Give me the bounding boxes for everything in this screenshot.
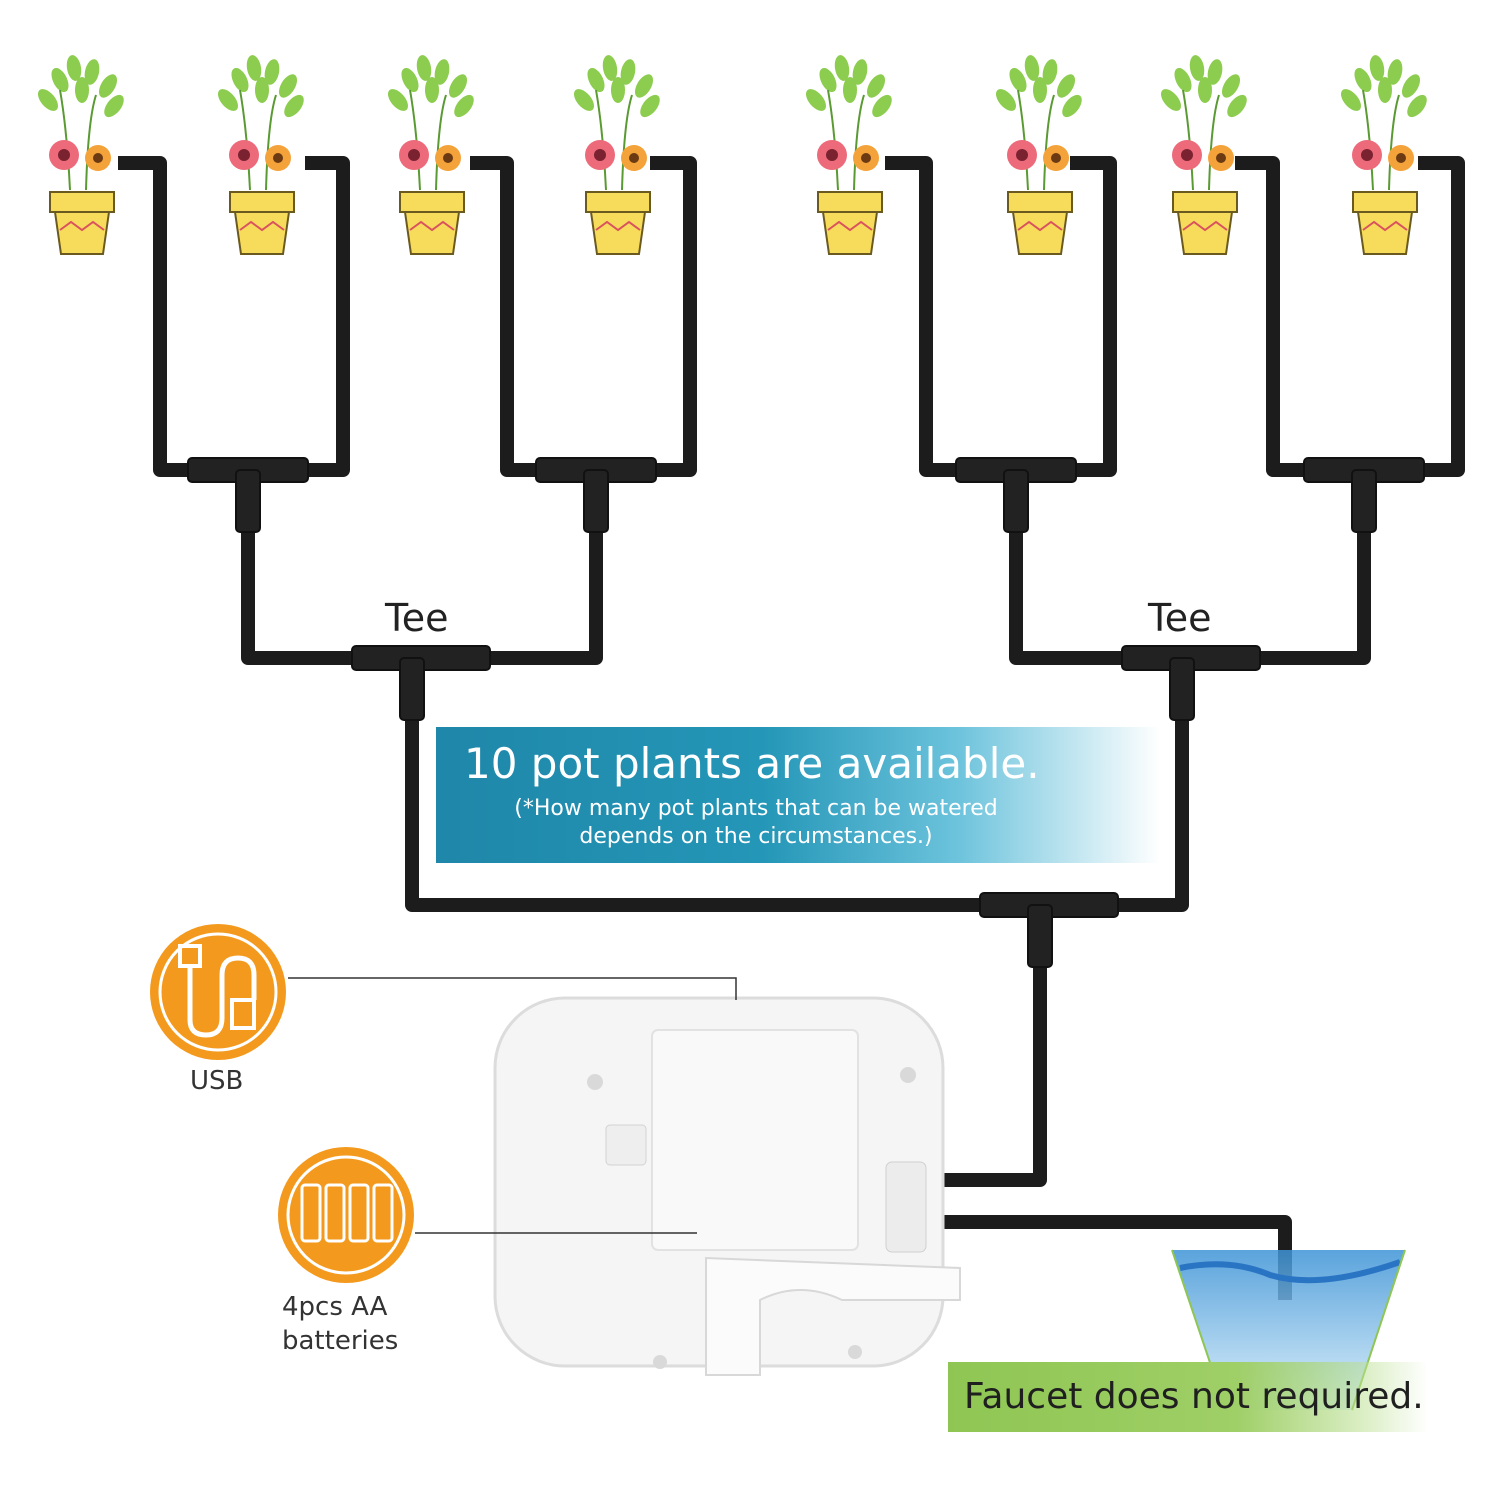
- faucet-note-text: Faucet does not required.: [964, 1376, 1424, 1417]
- tee-fitting: [535, 457, 657, 533]
- banner-subtitle: (*How many pot plants that can be watere…: [514, 796, 998, 849]
- flower-pot-icon: [573, 55, 660, 255]
- aa-batteries-icon: [278, 1147, 414, 1283]
- tee-fitting: [1303, 457, 1425, 533]
- flower-pot-icon: [37, 55, 124, 255]
- usb-cable-icon: [150, 924, 286, 1060]
- batteries-label-line1: 4pcs AA: [282, 1292, 388, 1322]
- flower-pot-icon: [387, 55, 474, 255]
- tee-fitting: [351, 645, 491, 721]
- flower-pot-icon: [217, 55, 304, 255]
- flower-pots: [37, 55, 1427, 255]
- tee-fitting: [1121, 645, 1261, 721]
- tube-branch: [885, 156, 1117, 477]
- banner-title: 10 pot plants are available.: [464, 739, 1040, 788]
- callout-lines: [288, 977, 737, 1234]
- flower-pot-icon: [1340, 55, 1427, 255]
- tube-branch: [1235, 156, 1465, 477]
- usb-label: USB: [190, 1066, 244, 1096]
- tube-branch: [405, 658, 1189, 912]
- tube-branch: [470, 156, 697, 477]
- tee-label-left: Tee: [385, 596, 449, 640]
- batteries-label-line2: batteries: [282, 1326, 399, 1356]
- tee-fitting: [979, 892, 1119, 968]
- flower-pot-icon: [1160, 55, 1247, 255]
- tee-label-right: Tee: [1148, 596, 1212, 640]
- tee-fitting: [955, 457, 1077, 533]
- flower-pot-icon: [805, 55, 892, 255]
- capacity-banner: 10 pot plants are available. (*How many …: [436, 727, 1160, 863]
- pump-device: [493, 996, 961, 1376]
- tee-fitting: [187, 457, 309, 533]
- flower-pot-icon: [995, 55, 1082, 255]
- faucet-note: Faucet does not required.: [948, 1362, 1428, 1432]
- tee-fittings: [187, 457, 1425, 968]
